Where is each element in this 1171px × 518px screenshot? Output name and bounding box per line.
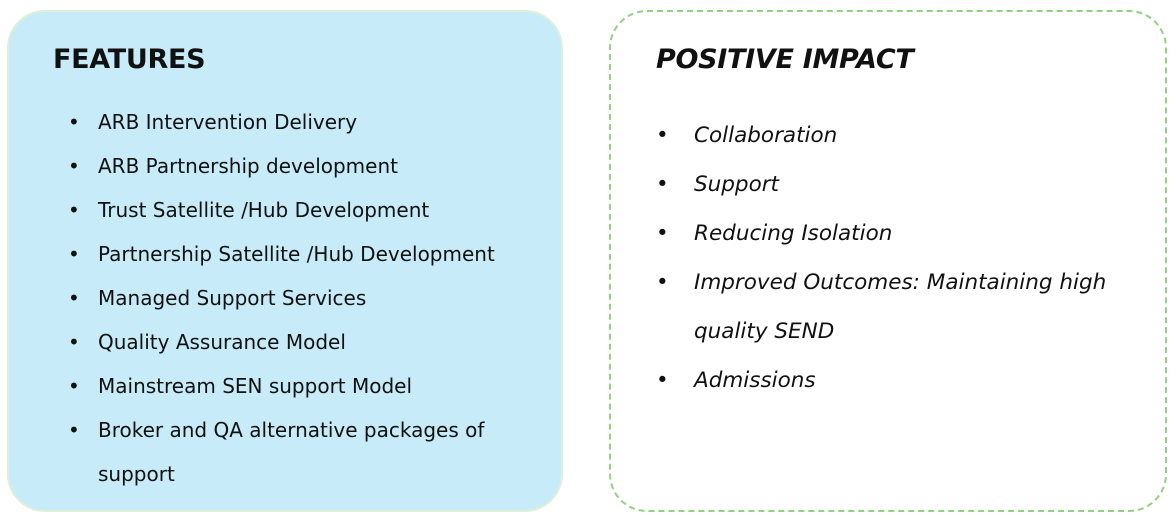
features-title: FEATURES <box>53 44 206 75</box>
positive-impact-title: POSITIVE IMPACT <box>656 44 914 75</box>
features-list: • ARB Intervention Delivery • ARB Partne… <box>63 100 533 496</box>
feature-text: Partnership Satellite /Hub Development <box>98 242 495 266</box>
feature-text: ARB Intervention Delivery <box>98 110 358 134</box>
list-item: • Admissions <box>651 356 1131 405</box>
feature-text: Mainstream SEN support Model <box>98 374 413 398</box>
bullet-icon: • <box>656 172 669 197</box>
list-item: • Improved Outcomes: Maintaining high qu… <box>651 258 1131 356</box>
list-item: • Support <box>651 160 1131 209</box>
feature-text: ARB Partnership development <box>98 154 398 178</box>
impact-text: Admissions <box>694 368 816 393</box>
list-item: • ARB Partnership development <box>63 144 533 188</box>
bullet-icon: • <box>68 286 80 310</box>
feature-text: Trust Satellite /Hub Development <box>98 198 430 222</box>
bullet-icon: • <box>68 198 80 222</box>
list-item: • Managed Support Services <box>63 276 533 320</box>
bullet-icon: • <box>656 123 669 148</box>
bullet-icon: • <box>656 270 669 295</box>
list-item: • Mainstream SEN support Model <box>63 364 533 408</box>
positive-impact-panel: POSITIVE IMPACT • Collaboration • Suppor… <box>609 10 1167 512</box>
list-item: • Broker and QA alternative packages of … <box>63 408 533 496</box>
impact-text: Reducing Isolation <box>694 221 893 246</box>
features-panel: FEATURES • ARB Intervention Delivery • A… <box>7 10 563 512</box>
positive-impact-list: • Collaboration • Support • Reducing Iso… <box>651 111 1131 405</box>
feature-text: Quality Assurance Model <box>98 330 346 354</box>
list-item: • Trust Satellite /Hub Development <box>63 188 533 232</box>
bullet-icon: • <box>68 330 80 354</box>
bullet-icon: • <box>68 154 80 178</box>
list-item: • Quality Assurance Model <box>63 320 533 364</box>
list-item: • Collaboration <box>651 111 1131 160</box>
bullet-icon: • <box>656 368 669 393</box>
impact-text: Improved Outcomes: Maintaining high qual… <box>694 270 1107 344</box>
list-item: • Partnership Satellite /Hub Development <box>63 232 533 276</box>
bullet-icon: • <box>656 221 669 246</box>
bullet-icon: • <box>68 418 80 442</box>
impact-text: Collaboration <box>694 123 838 148</box>
feature-text: Managed Support Services <box>98 286 367 310</box>
bullet-icon: • <box>68 242 80 266</box>
list-item: • Reducing Isolation <box>651 209 1131 258</box>
bullet-icon: • <box>68 374 80 398</box>
impact-text: Support <box>694 172 779 197</box>
bullet-icon: • <box>68 110 80 134</box>
list-item: • ARB Intervention Delivery <box>63 100 533 144</box>
feature-text: Broker and QA alternative packages of su… <box>98 418 485 486</box>
